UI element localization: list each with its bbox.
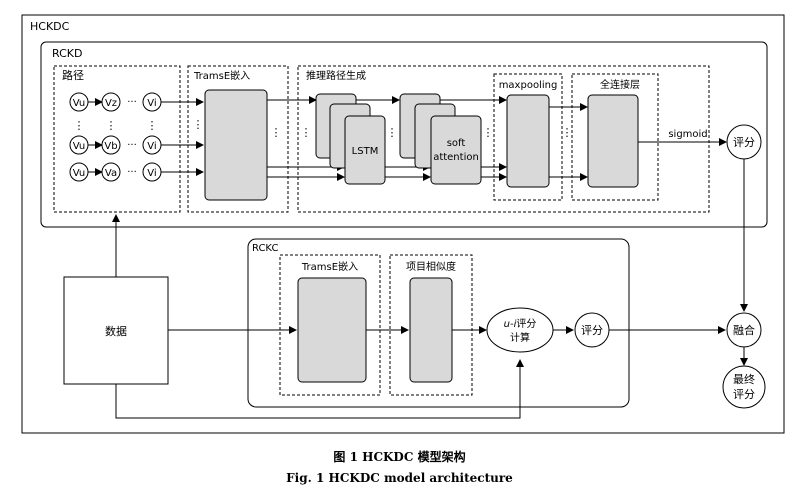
hdots: ··· bbox=[127, 97, 137, 108]
attention-label-2: attention bbox=[433, 152, 479, 163]
vdots: ⋮ bbox=[74, 119, 85, 132]
path-row-3: Vu Va ··· Vi bbox=[69, 162, 162, 182]
caption-en: Fig. 1 HCKDC model architecture bbox=[286, 471, 513, 485]
path-section bbox=[53, 65, 181, 213]
final-score-node bbox=[722, 365, 766, 409]
rckc-score-label: 评分 bbox=[581, 324, 603, 337]
rckc-transe-title: TramsE嵌入 bbox=[301, 261, 358, 273]
rckc-transe-section bbox=[279, 254, 381, 396]
fusion-label: 融合 bbox=[733, 323, 755, 337]
ui-score-prefix: u-i bbox=[504, 319, 517, 330]
fc-title: 全连接层 bbox=[600, 78, 640, 91]
maxpooling-section bbox=[493, 73, 563, 201]
vdots: ⋮ bbox=[483, 126, 494, 139]
ui-score-node bbox=[486, 307, 554, 353]
attention-label-1: soft bbox=[447, 138, 466, 149]
node-label: Va bbox=[105, 168, 117, 179]
vdots: ⋮ bbox=[387, 126, 398, 139]
vdots: ⋮ bbox=[271, 126, 282, 139]
node-vz bbox=[101, 92, 121, 112]
path-title: 路径 bbox=[62, 69, 84, 82]
maxpooling-title: maxpooling bbox=[499, 80, 558, 91]
vdots: ⋮ bbox=[106, 119, 117, 132]
node-label: Vi bbox=[147, 98, 156, 109]
rckc-frame bbox=[247, 238, 630, 408]
transe-title: TramsE嵌入 bbox=[193, 70, 250, 82]
reasoning-title: 推理路径生成 bbox=[306, 69, 366, 82]
node-label: Vz bbox=[105, 98, 117, 109]
fc-block bbox=[587, 94, 639, 188]
vdots: ⋮ bbox=[147, 119, 158, 132]
rckd-frame bbox=[40, 41, 768, 228]
node-label: Vb bbox=[104, 141, 117, 152]
hdots: ··· bbox=[127, 167, 137, 178]
transe-block bbox=[204, 89, 268, 201]
hckdc-title: HCKDC bbox=[30, 20, 70, 33]
ui-score-line2: 计算 bbox=[510, 331, 530, 344]
similarity-title: 项目相似度 bbox=[406, 260, 456, 273]
node-label: Vu bbox=[73, 168, 86, 179]
similarity-section bbox=[389, 254, 473, 396]
node-label: Vu bbox=[73, 98, 86, 109]
caption-cn: 图 1 HCKDC 模型架构 bbox=[333, 450, 466, 464]
vdots: ⋮ bbox=[193, 118, 204, 131]
lstm-block bbox=[344, 115, 386, 185]
similarity-block bbox=[409, 277, 453, 383]
rckd-score-label: 评分 bbox=[733, 136, 755, 149]
final-score-line1: 最终 bbox=[733, 372, 755, 386]
maxpooling-block bbox=[506, 94, 550, 188]
node-va bbox=[101, 162, 121, 182]
vdots: ⋮ bbox=[562, 126, 573, 139]
node-vb bbox=[101, 135, 121, 155]
path-row-1: Vu Vz ··· Vi bbox=[69, 92, 162, 112]
rckd-title: RCKD bbox=[52, 47, 82, 60]
final-score-line2: 评分 bbox=[733, 388, 755, 401]
hckdc-frame bbox=[21, 14, 785, 434]
node-label: Vi bbox=[147, 141, 156, 152]
sigmoid-label: sigmoid bbox=[668, 129, 707, 140]
ui-score-label: u-i评分 bbox=[504, 318, 537, 330]
transe-section bbox=[187, 65, 289, 213]
node-label: Vi bbox=[147, 168, 156, 179]
attention-block bbox=[430, 115, 482, 185]
data-label: 数据 bbox=[105, 324, 127, 338]
fc-section bbox=[571, 73, 659, 201]
rckc-title: RCKC bbox=[252, 243, 278, 254]
ui-score-suffix: 评分 bbox=[516, 318, 536, 330]
rckc-transe-block bbox=[297, 277, 367, 383]
data-box bbox=[63, 276, 169, 385]
hdots: ··· bbox=[127, 140, 137, 151]
node-label: Vu bbox=[73, 141, 86, 152]
reasoning-section bbox=[297, 65, 710, 213]
path-row-2: Vu Vb ··· Vi bbox=[69, 135, 162, 155]
lstm-label: LSTM bbox=[352, 146, 379, 157]
vdots: ⋮ bbox=[301, 126, 312, 139]
